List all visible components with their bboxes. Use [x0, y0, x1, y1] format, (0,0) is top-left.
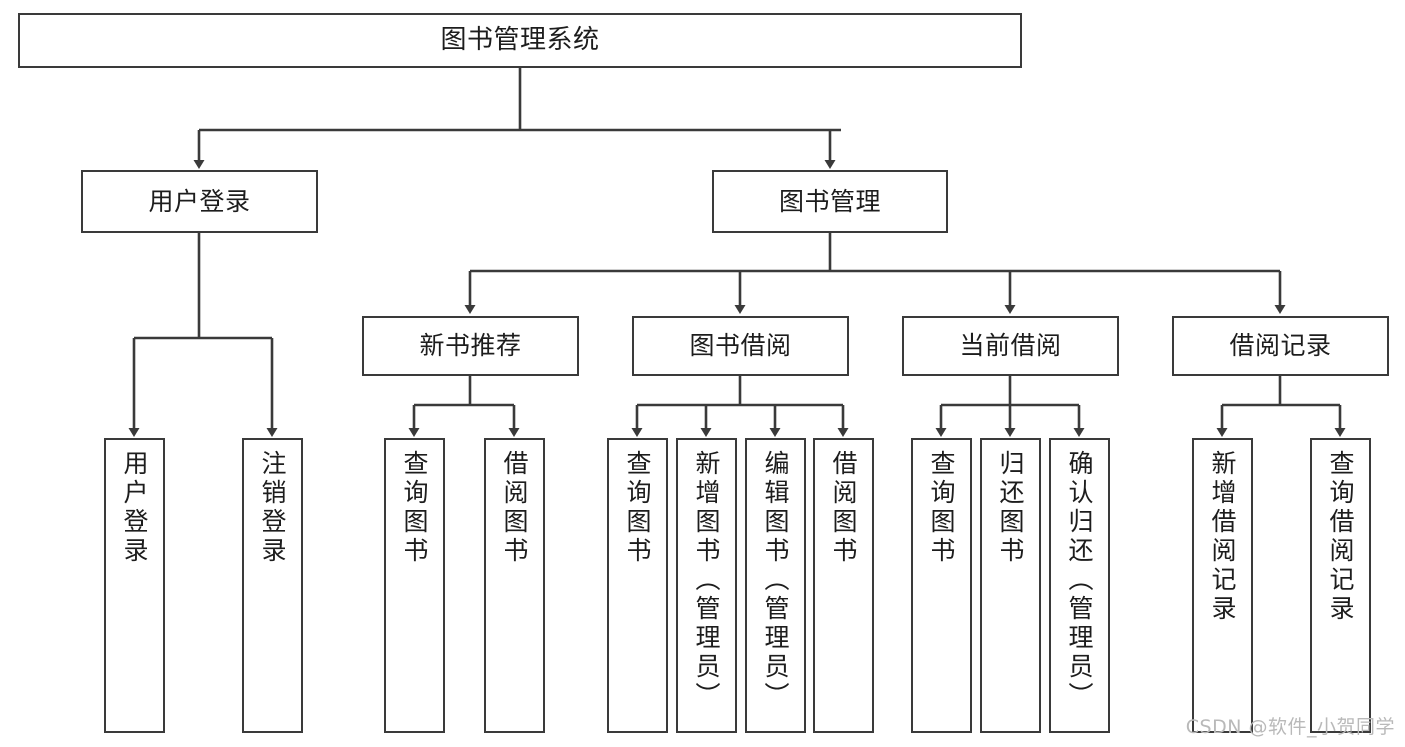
node-label: 借阅图书: [500, 450, 529, 566]
node-current-borrow[interactable]: 当前借阅: [902, 316, 1119, 376]
node-label: 新增图书（管理员）: [692, 450, 721, 711]
node-label: 当前借阅: [959, 331, 1062, 361]
node-root-system[interactable]: 图书管理系统: [18, 13, 1022, 68]
node-new-book-recommend[interactable]: 新书推荐: [362, 316, 579, 376]
node-user-login[interactable]: 用户登录: [81, 170, 318, 233]
node-borrow-record[interactable]: 借阅记录: [1172, 316, 1389, 376]
node-leaf-query-book-current[interactable]: 查询图书: [911, 438, 972, 733]
node-label: 借阅图书: [829, 450, 858, 566]
node-leaf-borrow-book-recommend[interactable]: 借阅图书: [484, 438, 545, 733]
node-leaf-add-book-admin[interactable]: 新增图书（管理员）: [676, 438, 737, 733]
node-book-management[interactable]: 图书管理: [712, 170, 948, 233]
node-leaf-logout[interactable]: 注销登录: [242, 438, 303, 733]
node-leaf-query-book-recommend[interactable]: 查询图书: [384, 438, 445, 733]
node-label: 查询图书: [400, 450, 429, 566]
node-leaf-borrow-book[interactable]: 借阅图书: [813, 438, 874, 733]
node-leaf-query-borrow-record[interactable]: 查询借阅记录: [1310, 438, 1371, 733]
node-label: 编辑图书（管理员）: [761, 450, 790, 711]
node-leaf-add-borrow-record[interactable]: 新增借阅记录: [1192, 438, 1253, 733]
node-label: 新书推荐: [419, 331, 522, 361]
node-leaf-user-login[interactable]: 用户登录: [104, 438, 165, 733]
node-label: 借阅记录: [1229, 331, 1332, 361]
node-label: 归还图书: [996, 450, 1025, 566]
node-label: 查询借阅记录: [1326, 450, 1355, 624]
node-label: 注销登录: [258, 450, 287, 566]
node-leaf-edit-book-admin[interactable]: 编辑图书（管理员）: [745, 438, 806, 733]
node-label: 用户登录: [120, 450, 149, 566]
watermark-text: CSDN @软件_小贺同学: [1185, 716, 1395, 738]
node-leaf-query-book-borrow[interactable]: 查询图书: [607, 438, 668, 733]
node-label: 图书借阅: [689, 331, 792, 361]
node-label: 查询图书: [927, 450, 956, 566]
node-label: 图书管理系统: [440, 25, 600, 56]
node-label: 图书管理: [778, 186, 881, 216]
node-leaf-return-book[interactable]: 归还图书: [980, 438, 1041, 733]
node-label: 确认归还（管理员）: [1065, 450, 1094, 711]
node-leaf-confirm-return-admin[interactable]: 确认归还（管理员）: [1049, 438, 1110, 733]
node-label: 用户登录: [148, 186, 251, 216]
node-label: 查询图书: [623, 450, 652, 566]
node-book-borrow[interactable]: 图书借阅: [632, 316, 849, 376]
node-label: 新增借阅记录: [1208, 450, 1237, 624]
